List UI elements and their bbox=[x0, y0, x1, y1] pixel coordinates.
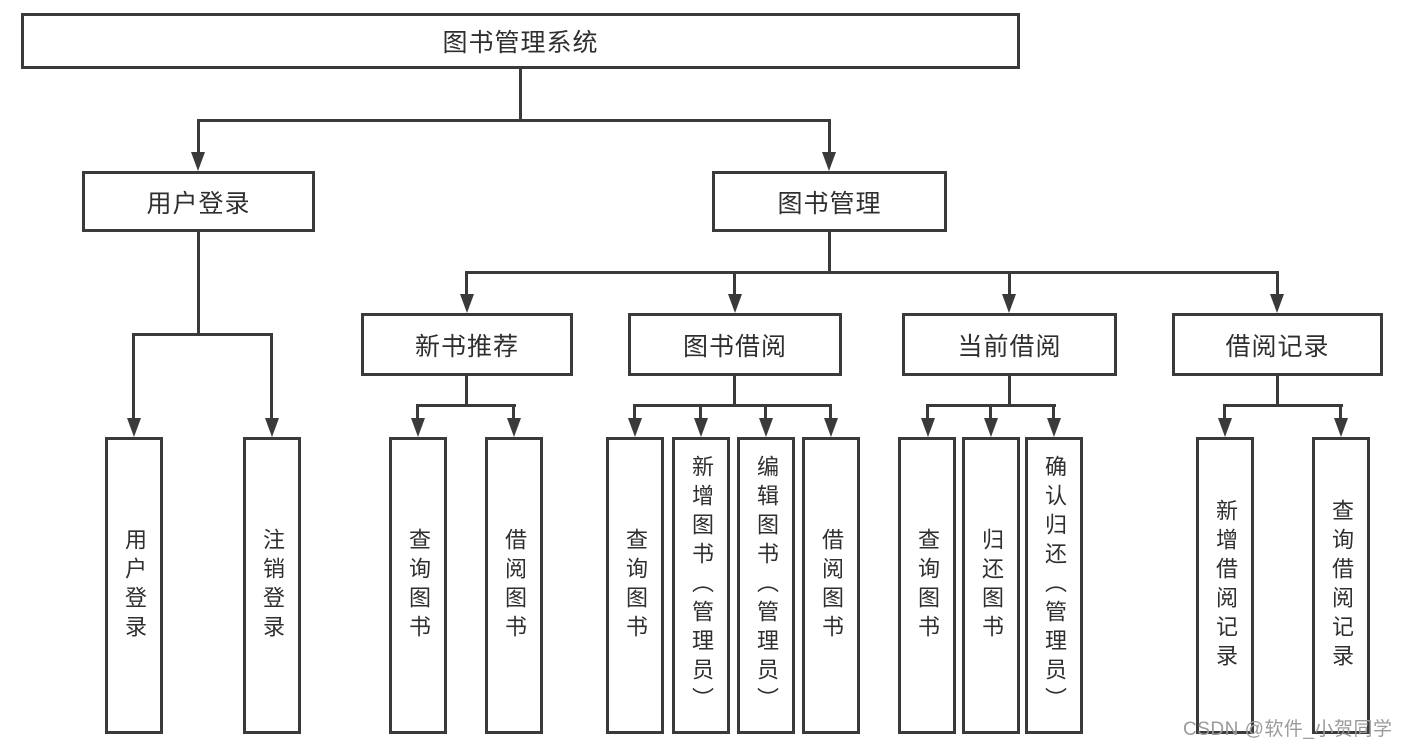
arrow-down-icon bbox=[507, 418, 521, 437]
connector-line bbox=[465, 271, 1279, 274]
arrow-down-icon bbox=[1047, 418, 1061, 437]
leaf-query-books-1: 查询图书 bbox=[389, 437, 447, 734]
leaf-label: 归还图书 bbox=[979, 527, 1004, 644]
node-label: 图书管理系统 bbox=[442, 29, 599, 57]
connector-line bbox=[416, 404, 419, 418]
arrow-down-icon bbox=[921, 418, 935, 437]
leaf-label: 查询图书 bbox=[406, 527, 431, 644]
leaf-label: 编辑图书（管理员） bbox=[754, 455, 779, 716]
leaf-borrow-books-2: 借阅图书 bbox=[802, 437, 860, 734]
arrow-down-icon bbox=[127, 418, 141, 437]
connector-line bbox=[197, 232, 200, 336]
connector-line bbox=[699, 404, 702, 418]
leaf-label: 确认归还（管理员） bbox=[1042, 455, 1067, 716]
leaf-label: 借阅图书 bbox=[819, 527, 844, 644]
node-label: 借阅记录 bbox=[1225, 332, 1330, 361]
connector-line bbox=[828, 119, 831, 153]
node-new-book-recommend: 新书推荐 bbox=[361, 313, 573, 376]
node-user-login: 用户登录 bbox=[82, 171, 315, 232]
node-book-borrow: 图书借阅 bbox=[628, 313, 842, 376]
arrow-down-icon bbox=[1334, 418, 1348, 437]
arrow-down-icon bbox=[265, 418, 279, 437]
arrow-down-icon bbox=[822, 152, 836, 171]
leaf-label: 新增借阅记录 bbox=[1213, 498, 1238, 673]
leaf-confirm-return-admin: 确认归还（管理员） bbox=[1025, 437, 1083, 734]
node-label: 图书借阅 bbox=[682, 332, 787, 361]
arrow-down-icon bbox=[694, 418, 708, 437]
connector-line bbox=[989, 404, 992, 418]
leaf-query-books-2: 查询图书 bbox=[606, 437, 664, 734]
connector-line bbox=[1223, 404, 1343, 407]
leaf-add-borrow-record: 新增借阅记录 bbox=[1196, 437, 1254, 734]
node-label: 新书推荐 bbox=[414, 332, 519, 361]
connector-line bbox=[1276, 376, 1279, 407]
connector-line bbox=[733, 271, 736, 296]
leaf-return-book: 归还图书 bbox=[962, 437, 1020, 734]
connector-line bbox=[829, 404, 832, 418]
connector-line bbox=[1276, 271, 1279, 296]
connector-line bbox=[512, 404, 515, 418]
connector-line bbox=[416, 404, 516, 407]
csdn-watermark: CSDN @软件_小贺同学 bbox=[1183, 719, 1393, 740]
connector-line bbox=[1339, 404, 1342, 418]
leaf-add-book-admin: 新增图书（管理员） bbox=[672, 437, 730, 734]
leaf-label: 用户登录 bbox=[122, 527, 147, 644]
leaf-label: 注销登录 bbox=[260, 527, 285, 644]
arrow-down-icon bbox=[1218, 418, 1232, 437]
leaf-query-books-3: 查询图书 bbox=[898, 437, 956, 734]
connector-line bbox=[828, 232, 831, 274]
arrow-down-icon bbox=[728, 294, 742, 313]
connector-line bbox=[270, 333, 273, 418]
node-label: 图书管理 bbox=[777, 189, 882, 218]
connector-line bbox=[465, 271, 468, 296]
arrow-down-icon bbox=[628, 418, 642, 437]
arrow-down-icon bbox=[460, 294, 474, 313]
leaf-logout: 注销登录 bbox=[243, 437, 301, 734]
node-book-management: 图书管理 bbox=[712, 171, 947, 232]
arrow-down-icon bbox=[759, 418, 773, 437]
arrow-down-icon bbox=[1270, 294, 1284, 313]
node-current-borrow: 当前借阅 bbox=[902, 313, 1117, 376]
leaf-borrow-books-1: 借阅图书 bbox=[485, 437, 543, 734]
leaf-label: 查询图书 bbox=[915, 527, 940, 644]
connector-line bbox=[633, 404, 636, 418]
connector-line bbox=[1052, 404, 1055, 418]
connector-line bbox=[1223, 404, 1226, 418]
connector-line bbox=[1008, 376, 1011, 407]
node-label: 用户登录 bbox=[146, 189, 251, 218]
connector-line bbox=[1008, 271, 1011, 296]
connector-line bbox=[465, 376, 468, 407]
arrow-down-icon bbox=[824, 418, 838, 437]
leaf-label: 查询图书 bbox=[623, 527, 648, 644]
connector-line bbox=[764, 404, 767, 418]
connector-line bbox=[519, 69, 522, 120]
leaf-user-login: 用户登录 bbox=[105, 437, 163, 734]
node-root-library-system: 图书管理系统 bbox=[21, 13, 1020, 69]
arrow-down-icon bbox=[984, 418, 998, 437]
arrow-down-icon bbox=[191, 152, 205, 171]
arrow-down-icon bbox=[1002, 294, 1016, 313]
leaf-edit-book-admin: 编辑图书（管理员） bbox=[737, 437, 795, 734]
connector-line bbox=[733, 376, 736, 407]
connector-line bbox=[132, 333, 135, 418]
node-label: 当前借阅 bbox=[957, 332, 1062, 361]
arrow-down-icon bbox=[411, 418, 425, 437]
connector-line bbox=[132, 333, 273, 336]
connector-line bbox=[633, 404, 832, 407]
leaf-query-borrow-record: 查询借阅记录 bbox=[1312, 437, 1370, 734]
leaf-label: 查询借阅记录 bbox=[1329, 498, 1354, 673]
leaf-label: 借阅图书 bbox=[502, 527, 527, 644]
node-borrow-record: 借阅记录 bbox=[1172, 313, 1383, 376]
leaf-label: 新增图书（管理员） bbox=[689, 455, 714, 716]
connector-line bbox=[197, 119, 200, 153]
connector-line bbox=[926, 404, 929, 418]
connector-line bbox=[197, 119, 831, 122]
